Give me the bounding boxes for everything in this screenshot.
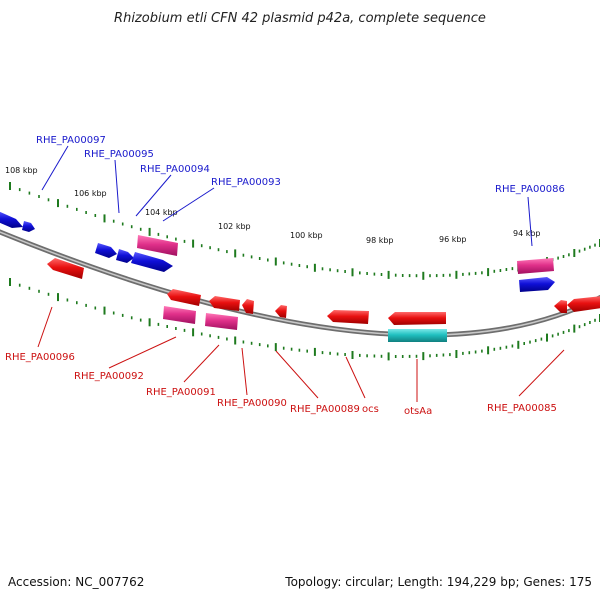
gene-rhe-pa00089[interactable] [275, 305, 287, 318]
gene-label-rhe-pa00093[interactable]: RHE_PA00093 [211, 177, 281, 188]
gene-label-rhe-pa00092[interactable]: RHE_PA00092 [74, 371, 144, 382]
gene-label-rhe-pa00097[interactable]: RHE_PA00097 [36, 135, 106, 146]
gene-forward-small[interactable] [22, 221, 35, 232]
gene-label-rhe-pa00096[interactable]: RHE_PA00096 [5, 352, 75, 363]
gene-rhe-pa00093[interactable] [137, 235, 178, 256]
gene-rhe-pa00095[interactable] [95, 243, 117, 258]
gene-rhe-pa00085[interactable] [567, 296, 600, 312]
plasmid-backbone [0, 229, 600, 338]
gene-label-ocs[interactable]: ocs [362, 404, 379, 415]
gene-otsaa-cyan[interactable] [388, 329, 447, 342]
scale-label-106: 106 kbp [74, 189, 107, 198]
gene-label-otsaa[interactable]: otsAa [404, 406, 432, 417]
gene-label-rhe-pa00095[interactable]: RHE_PA00095 [84, 149, 154, 160]
gene-label-rhe-pa00094[interactable]: RHE_PA00094 [140, 164, 210, 175]
outer-scale-ticks [9, 182, 600, 280]
inner-scale-ticks [9, 278, 600, 361]
scale-label-94: 94 kbp [513, 229, 541, 238]
gene-label-rhe-pa00085[interactable]: RHE_PA00085 [487, 403, 557, 414]
gene-label-rhe-pa00089[interactable]: RHE_PA00089 [290, 404, 360, 415]
gene-rhe-pa00094[interactable] [131, 252, 173, 272]
gene-rhe-pa00086[interactable] [519, 277, 555, 292]
gene-rhe-pa00091[interactable] [209, 296, 240, 311]
forward-leader-lines [41, 145, 533, 247]
scale-label-100: 100 kbp [290, 231, 323, 240]
gene-rhe-pa00097[interactable] [0, 211, 23, 228]
scale-label-96: 96 kbp [439, 235, 467, 244]
gene-rhe-pa00086-pink[interactable] [517, 258, 554, 274]
gene-rhe-pa00091-pink[interactable] [205, 313, 238, 330]
scale-label-104: 104 kbp [145, 208, 178, 217]
scale-label-98: 98 kbp [366, 236, 394, 245]
plasmid-backbone-highlight [0, 231, 600, 336]
gene-rhe-pa00096[interactable] [47, 258, 84, 279]
gene-label-rhe-pa00091[interactable]: RHE_PA00091 [146, 387, 216, 398]
gene-otsaa[interactable] [388, 312, 446, 325]
gene-label-rhe-pa00090[interactable]: RHE_PA00090 [217, 398, 287, 409]
scale-label-108: 108 kbp [5, 166, 38, 175]
gene-rhe-pa00090[interactable] [242, 299, 254, 314]
summary-text: Topology: circular; Length: 194,229 bp; … [284, 575, 592, 589]
scale-label-102: 102 kbp [218, 222, 251, 231]
gene-rhe-pa00085-small[interactable] [554, 300, 567, 313]
gene-label-rhe-pa00086[interactable]: RHE_PA00086 [495, 184, 565, 195]
gene-forward-small-2[interactable] [116, 249, 134, 263]
gene-rhe-pa00092-pink[interactable] [163, 306, 196, 324]
gene-rhe-pa00092[interactable] [167, 289, 201, 306]
accession-text: Accession: NC_007762 [8, 575, 144, 589]
gene-ocs[interactable] [327, 310, 369, 324]
reverse-leader-lines [37, 306, 565, 402]
map-title: Rhizobium etli CFN 42 plasmid p42a, comp… [114, 11, 486, 26]
